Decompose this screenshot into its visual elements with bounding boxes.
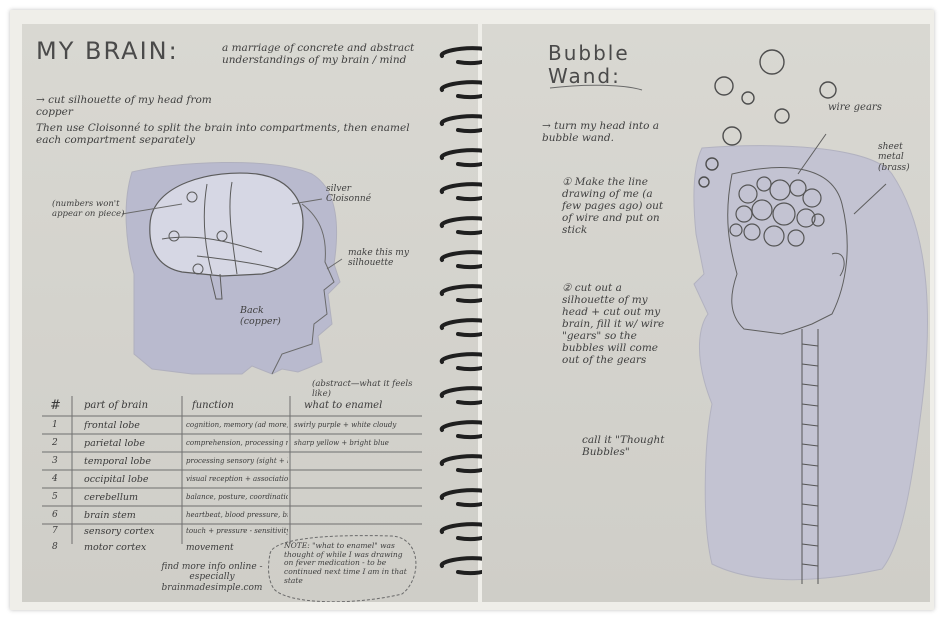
row7-function: touch + pressure - sensitivity (186, 527, 288, 535)
row8-num: 8 (52, 542, 58, 552)
ear (831, 252, 845, 277)
sheet-metal-silhouette (693, 145, 929, 581)
label-numbers-note: (numbers won't appear on piece) (52, 199, 125, 219)
arrow-silver (291, 198, 323, 205)
step-1: ① Make the line drawing of me (a few pag… (562, 176, 664, 237)
row3-num: 3 (52, 456, 58, 466)
row3-part: temporal lobe (84, 456, 151, 467)
brain-number-3 (192, 263, 204, 275)
row4-num: 4 (52, 474, 58, 484)
row4-part: occipital lobe (84, 474, 149, 485)
compartment-line-1 (203, 183, 213, 275)
brain-stem (209, 273, 223, 300)
row2-function: comprehension, processing more (186, 439, 288, 447)
page-title-bubble-wand: Bubble Wand: (548, 41, 630, 88)
label-wire-gears: wire gears (828, 102, 882, 113)
title-underline (549, 84, 643, 91)
row2-part: parietal lobe (84, 438, 145, 449)
row5-function: balance, posture, coordination (186, 493, 288, 501)
step-2: ② cut out a silhouette of my head + cut … (562, 282, 665, 367)
label-silver-cloisonne: silver Cloisonné (326, 184, 372, 205)
label-back-copper: Back (copper) (240, 305, 281, 327)
table-header-num: # (50, 398, 61, 413)
row1-num: 1 (52, 420, 58, 430)
intro2-note: Then use Cloisonné to split the brain in… (36, 122, 410, 147)
label-sheet-metal: sheet metal (brass) (878, 142, 910, 173)
arrow-sheet-metal (853, 183, 887, 215)
brain-outline (149, 172, 304, 277)
row1-enamel: swirly purple + white cloudy (294, 421, 397, 429)
compartment-line-2 (229, 181, 238, 275)
row8-function: movement (186, 543, 234, 553)
row7-num: 7 (52, 526, 58, 536)
face-profile (271, 203, 335, 375)
wire-gears-cluster (729, 176, 825, 247)
wand-stick (801, 329, 819, 584)
brain-number-1 (186, 191, 198, 203)
brain-number-2 (168, 230, 180, 242)
bubble-wand-drawing (549, 49, 929, 584)
right-page: Bubble Wand: → turn my head into a bubbl… (482, 24, 930, 602)
floating-bubbles (698, 49, 837, 188)
notebook-photo: MY BRAIN: a marriage of concrete and abs… (10, 10, 934, 610)
row2-num: 2 (52, 438, 58, 448)
copper-head-drawing (42, 162, 422, 602)
call-it-note: call it "Thought Bubbles" (582, 434, 665, 459)
row6-part: brain stem (84, 510, 136, 521)
row6-function: heartbeat, blood pressure, breathing (186, 511, 288, 519)
page-title-my-brain: MY BRAIN: (36, 37, 179, 65)
step-intro: → turn my head into a bubble wand. (542, 120, 660, 145)
row4-function: visual reception + association (186, 475, 288, 483)
row7-part: sensory cortex (84, 526, 155, 537)
arrow-numbers (121, 203, 183, 215)
arrow-make (326, 258, 343, 270)
compartment-line-4 (196, 255, 278, 270)
label-abstract: (abstract—what it feels like) (312, 379, 413, 399)
head-profile (727, 167, 848, 335)
intro-note: → cut silhouette of my head from copper (36, 94, 212, 119)
row1-part: frontal lobe (84, 420, 140, 431)
fever-note: NOTE: "what to enamel" was thought of wh… (284, 541, 407, 585)
compartment-line-3 (161, 236, 263, 253)
row3-function: processing sensory (sight + hearing) (186, 457, 288, 465)
table-header-enamel: what to enamel (304, 400, 383, 411)
row2-enamel: sharp yellow + bright blue (294, 439, 389, 447)
left-page: MY BRAIN: a marriage of concrete and abs… (22, 24, 478, 602)
arrow-wire-gears (797, 133, 827, 175)
label-make-silhouette: make this my silhouette (348, 248, 409, 269)
row5-num: 5 (52, 492, 58, 502)
row5-part: cerebellum (84, 492, 139, 503)
row8-part: motor cortex (84, 542, 147, 553)
table-grid (42, 396, 422, 544)
table-header-function: function (192, 400, 234, 411)
note-bubble (268, 535, 417, 602)
row1-function: cognition, memory (ad more) (186, 421, 288, 429)
table-header-part: part of brain (84, 400, 149, 411)
find-more-note: find more info online - especially brain… (161, 562, 263, 593)
brain-number-4 (216, 230, 228, 242)
row6-num: 6 (52, 510, 58, 520)
subtitle-note: a marriage of concrete and abstract unde… (222, 42, 415, 67)
